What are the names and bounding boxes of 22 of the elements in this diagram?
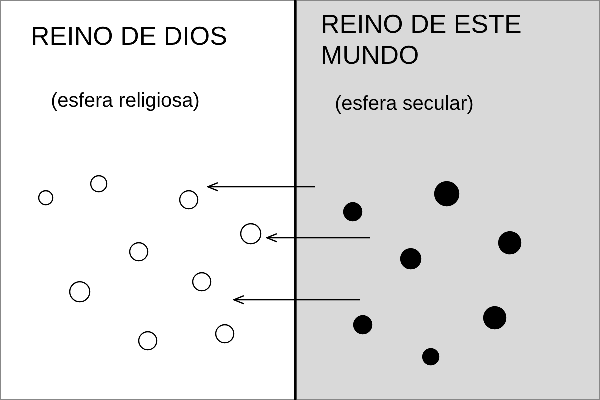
filled-circle: [434, 181, 460, 207]
open-circle: [215, 324, 235, 344]
open-circle: [69, 281, 91, 303]
panel-background: [296, 0, 600, 400]
panel-heading: REINO DE DIOS: [31, 21, 228, 52]
filled-circle: [483, 306, 507, 330]
filled-circle: [498, 231, 522, 255]
filled-circle: [400, 248, 422, 270]
panel-subtitle: (esfera religiosa): [51, 89, 200, 113]
panel-background: [0, 0, 296, 400]
panel-subtitle: (esfera secular): [335, 92, 474, 116]
filled-circle: [343, 202, 363, 222]
open-circle: [240, 223, 262, 245]
open-circle: [38, 190, 54, 206]
open-circle: [129, 242, 149, 262]
open-circle: [90, 175, 108, 193]
open-circle: [138, 331, 158, 351]
filled-circle: [422, 348, 440, 366]
open-circle: [179, 190, 199, 210]
open-circle: [192, 272, 212, 292]
panel-heading: REINO DE ESTE MUNDO: [321, 9, 523, 72]
filled-circle: [353, 315, 373, 335]
